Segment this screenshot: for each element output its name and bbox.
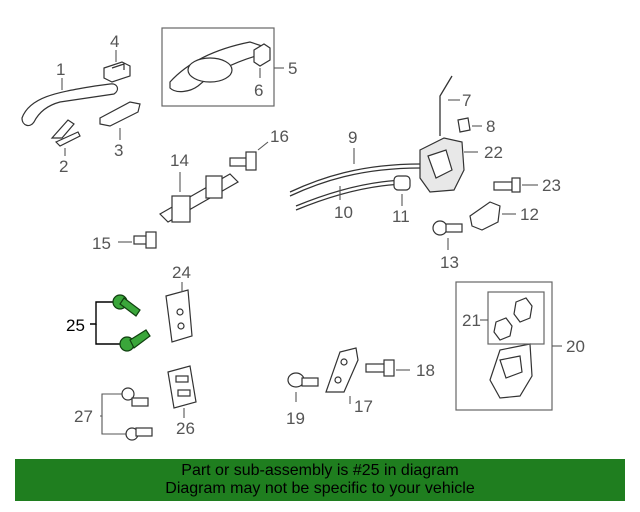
label-16: 16 [270, 127, 289, 146]
banner-line-1: Part or sub-assembly is #25 in diagram [181, 462, 459, 479]
label-19: 19 [286, 409, 305, 428]
part-5-handle-frame[interactable]: 5 [161, 27, 297, 107]
part-12-striker[interactable]: 12 [469, 201, 539, 231]
part-4-cap[interactable]: 4 [103, 32, 131, 83]
label-8: 8 [486, 117, 495, 136]
part-27-bolts[interactable]: 27 [74, 387, 153, 441]
label-13: 13 [440, 253, 459, 272]
label-26: 26 [176, 419, 195, 438]
label-9: 9 [348, 128, 357, 147]
part-19-bolt[interactable]: 19 [286, 372, 319, 428]
part-25-bolts-highlighted[interactable]: 25 [66, 294, 151, 352]
parts-diagram: 1 2 3 4 5 6 7 8 [21, 27, 585, 441]
label-2: 2 [59, 157, 68, 176]
label-4: 4 [110, 32, 119, 51]
label-14: 14 [170, 151, 189, 170]
label-7: 7 [462, 91, 471, 110]
part-20-lock-assembly[interactable]: 20 [455, 281, 585, 411]
label-1: 1 [56, 60, 65, 79]
part-3-handle-cover[interactable]: 3 [99, 101, 141, 160]
part-26-hinge[interactable]: 26 [167, 365, 197, 438]
part-21-clips[interactable]: 21 [462, 291, 545, 345]
label-20: 20 [566, 337, 585, 356]
label-24: 24 [172, 263, 191, 282]
label-21: 21 [462, 311, 481, 330]
part-8-clip[interactable]: 8 [457, 117, 495, 136]
part-23-bolt[interactable]: 23 [493, 176, 561, 195]
label-23: 23 [542, 176, 561, 195]
label-10: 10 [334, 203, 353, 222]
bolt-25-upper-shank [119, 297, 141, 317]
banner-line-2: Diagram may not be specific to your vehi… [165, 480, 475, 497]
label-25: 25 [66, 316, 85, 335]
part-22-latch[interactable]: 22 [419, 137, 503, 193]
part-7-rod[interactable]: 7 [439, 75, 471, 136]
part-11-bushing[interactable]: 11 [392, 175, 411, 226]
part-13-bolt[interactable]: 13 [432, 220, 463, 272]
part-14-check-link[interactable]: 14 [159, 151, 239, 223]
part-9-cable[interactable]: 9 [289, 128, 421, 197]
label-5: 5 [288, 59, 297, 78]
label-3: 3 [114, 141, 123, 160]
part-15-bolt[interactable]: 15 [92, 231, 157, 253]
part-18-bolt[interactable]: 18 [365, 359, 435, 380]
label-15: 15 [92, 234, 111, 253]
part-2-clip[interactable]: 2 [50, 119, 81, 176]
label-17: 17 [354, 397, 373, 416]
label-22: 22 [484, 143, 503, 162]
label-6: 6 [254, 81, 263, 100]
part-17-bracket[interactable]: 17 [325, 347, 373, 416]
part-6-clip[interactable]: 6 [253, 43, 271, 100]
bolt-25-lower-shank [129, 329, 151, 349]
label-18: 18 [416, 361, 435, 380]
label-12: 12 [520, 205, 539, 224]
label-27: 27 [74, 407, 93, 426]
part-16-bolt[interactable]: 16 [229, 127, 289, 171]
info-banner: Part or sub-assembly is #25 in diagram D… [15, 459, 625, 501]
part-24-hinge[interactable]: 24 [165, 263, 193, 343]
label-11: 11 [392, 207, 410, 226]
part-1-outside-handle[interactable]: 1 [21, 60, 119, 127]
